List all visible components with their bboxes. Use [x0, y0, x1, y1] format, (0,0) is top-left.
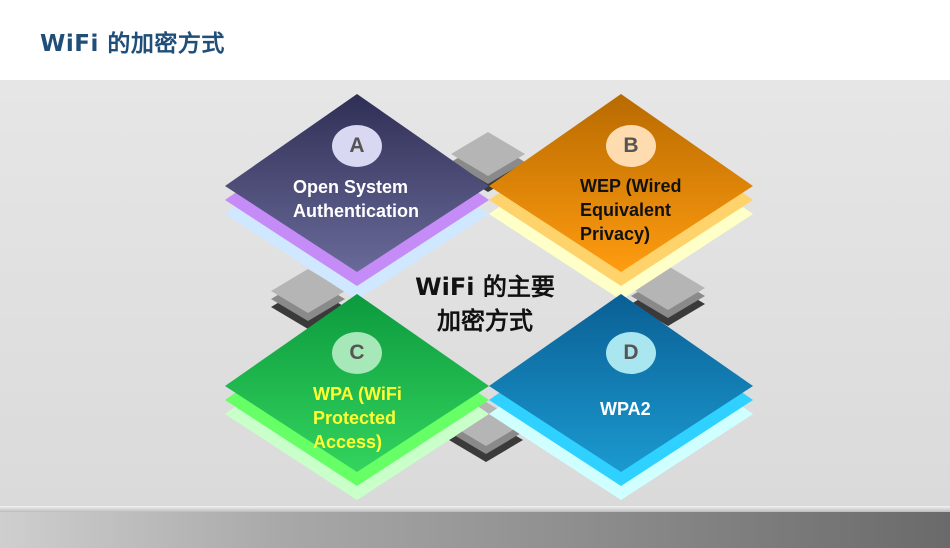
diamond-b — [489, 94, 753, 300]
label-open-system: Open System Authentication — [293, 175, 419, 223]
diamond-d — [489, 294, 753, 500]
label-line: Equivalent — [580, 200, 672, 220]
label-line: Access) — [313, 432, 383, 452]
label-line: Authentication — [293, 201, 419, 221]
label-line: Protected — [313, 408, 397, 428]
footer-band — [0, 506, 950, 548]
label-wpa: WPA (WiFi Protected Access) — [313, 382, 402, 454]
label-line: WPA2 — [600, 399, 651, 419]
header-bar: WiFi 的加密方式 — [0, 0, 950, 80]
badge-d: D — [606, 332, 656, 374]
label-wpa2: WPA2 — [600, 397, 651, 421]
page-title: WiFi 的加密方式 — [40, 31, 225, 57]
label-line: WPA (WiFi — [313, 384, 402, 404]
badge-a: A — [332, 125, 382, 167]
center-title-line1: WiFi 的主要 — [415, 273, 555, 301]
label-line: Open System — [293, 177, 409, 197]
diamond-a — [225, 94, 489, 300]
label-line: Privacy) — [580, 224, 651, 244]
label-line: WEP (Wired — [580, 176, 682, 196]
badge-c: C — [332, 332, 382, 374]
center-title-line2: 加密方式 — [437, 307, 533, 335]
center-title: WiFi 的主要 加密方式 — [400, 270, 570, 338]
diamond-c — [225, 294, 489, 500]
label-wep: WEP (Wired Equivalent Privacy) — [580, 174, 682, 246]
badge-b: B — [606, 125, 656, 167]
